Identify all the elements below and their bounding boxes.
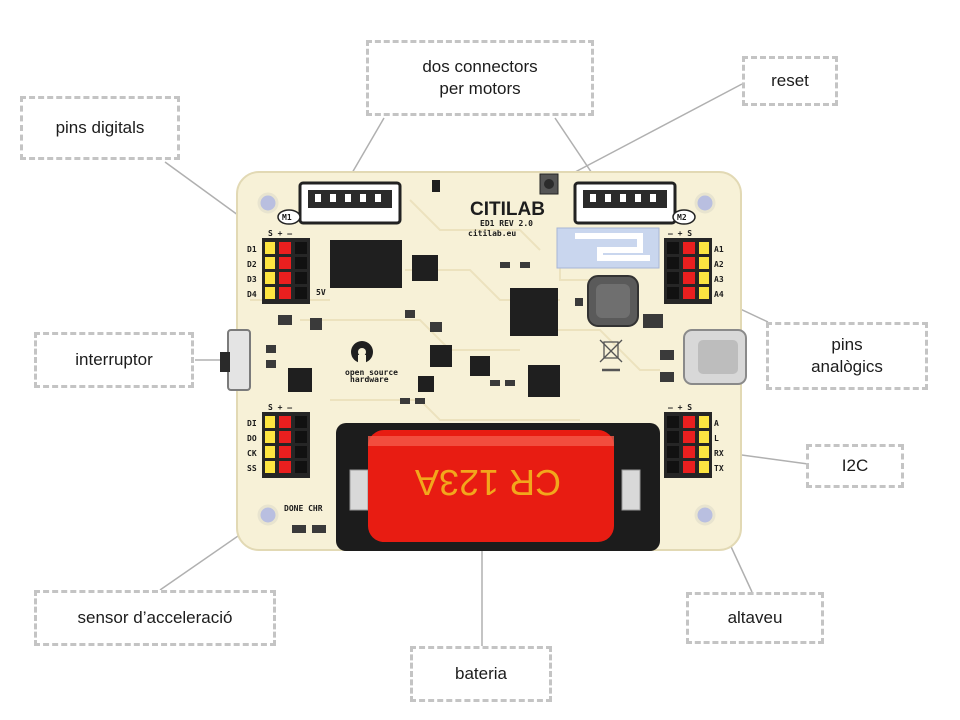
smd-components (266, 262, 674, 533)
motor-connector-m1 (298, 181, 402, 225)
pin-label-d1: D1 (247, 245, 257, 254)
callout-interruptor-text: interruptor (75, 350, 153, 369)
chips (288, 180, 560, 397)
m2-badge: M2 (672, 209, 696, 225)
url-text: citilab.eu (468, 228, 516, 238)
svg-text:M2: M2 (677, 213, 687, 222)
left-top-header-signs: S + – (268, 229, 292, 238)
pin-label-rx: RX (714, 449, 724, 458)
callout-pins-analogics-line2: analògics (811, 357, 883, 376)
pin-label-d4: D4 (247, 290, 257, 299)
callout-motors: dos connectors per motors (366, 40, 594, 116)
callout-pins-digitals: pins digitals (20, 96, 180, 160)
pin-label-ck: CK (247, 449, 257, 458)
callout-pins-analogics-line1: pins (831, 335, 863, 354)
chip-bottom (528, 365, 560, 397)
chip-power (430, 345, 452, 367)
callout-motors-line1: dos connectors (422, 57, 538, 76)
i2c-pin-header (664, 412, 712, 478)
power-switch (220, 329, 251, 391)
pin-label-a: A (714, 419, 719, 428)
oshw-text-line2: hardware (350, 375, 389, 384)
reset-button (539, 173, 559, 195)
analog-pin-header (664, 238, 712, 304)
battery-holder (336, 423, 660, 551)
chip-mcu (510, 288, 558, 336)
pin-label-tx: TX (714, 464, 724, 473)
leader-reset (559, 83, 743, 181)
pin-label-a2: A2 (714, 260, 724, 269)
pin-label-a3: A3 (714, 275, 724, 284)
wifi-antenna (556, 227, 660, 269)
callout-sensor-text: sensor d’acceleració (77, 608, 233, 627)
callout-altaveu-text: altaveu (727, 608, 783, 627)
digital-pin-header (262, 238, 310, 304)
pin-label-d3: D3 (247, 275, 257, 284)
callout-bateria: bateria (410, 646, 552, 702)
callout-interruptor: interruptor (34, 332, 194, 388)
speaker (587, 275, 639, 327)
brand-text: CITILAB (470, 199, 545, 220)
weee-bin-icon (599, 339, 623, 372)
right-top-header-signs: – + S (668, 229, 692, 238)
m1-badge: M1 (277, 209, 301, 225)
pin-label-a1: A1 (714, 245, 724, 254)
chip-driver (330, 240, 402, 288)
callout-pins-digitals-text: pins digitals (55, 118, 145, 137)
chip-small-top (412, 255, 438, 281)
callout-i2c: I2C (806, 444, 904, 488)
mounting-holes (257, 192, 716, 526)
callout-bateria-text: bateria (455, 664, 507, 683)
pin-label-di: DI (247, 419, 257, 428)
callout-altaveu: altaveu (686, 592, 824, 644)
oshw-gear-icon (351, 341, 373, 365)
revision-text: ED1 REV 2.0 (480, 219, 533, 228)
pin-label-d2: D2 (247, 260, 257, 269)
callout-motors-line2: per motors (439, 79, 521, 98)
five-v-label: 5V (316, 288, 326, 297)
callout-reset-text: reset (771, 71, 809, 90)
chip-led (432, 180, 440, 192)
chip-accelerometer (470, 356, 490, 376)
done-chr-label: DONE CHR (284, 504, 323, 513)
chip-tiny (418, 376, 434, 392)
pin-label-l: L (714, 434, 719, 443)
pin-label-do: DO (247, 434, 257, 443)
callout-reset: reset (742, 56, 838, 106)
motor-connector-m2 (573, 181, 677, 225)
callout-pins-analogics: pins analògics (766, 322, 928, 390)
usb-c-connector (683, 329, 747, 385)
pin-label-ss: SS (247, 464, 257, 473)
oshw-text-line1: open source (345, 368, 398, 377)
callout-sensor: sensor d’acceleració (34, 590, 276, 646)
right-bottom-header-signs: – + S (668, 403, 692, 412)
battery-label: CR 123A (415, 462, 561, 503)
chip-left (288, 368, 312, 392)
pin-label-a4: A4 (714, 290, 724, 299)
spi-pin-header (262, 412, 310, 478)
callout-i2c-text: I2C (841, 456, 869, 475)
svg-text:M1: M1 (282, 213, 292, 222)
left-bottom-header-signs: S + – (268, 403, 292, 412)
